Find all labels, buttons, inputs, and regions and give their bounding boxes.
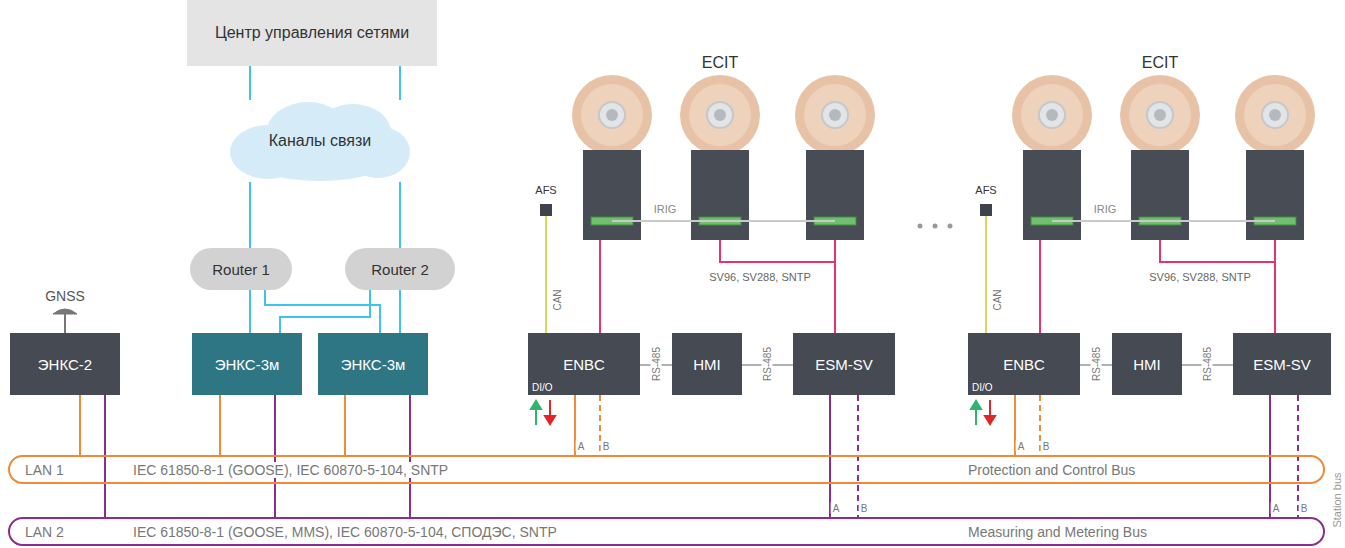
device-box: ENBC DI/O xyxy=(968,333,1080,395)
node-text: ЭНКС-3м xyxy=(215,356,280,373)
edge-label: CAN xyxy=(552,287,563,312)
signal-name: SV96, SV288, SNTP xyxy=(1147,271,1253,283)
continuation-dots xyxy=(918,224,953,229)
node-text: Protection and Control Bus xyxy=(965,462,1138,478)
edge-label: RS-485 xyxy=(651,345,662,383)
antenna-label: GNSS xyxy=(43,289,87,304)
connector xyxy=(344,395,346,455)
port-label: A xyxy=(831,503,842,514)
router-box: Router 2 xyxy=(345,248,455,290)
group-label: ECIT xyxy=(1140,54,1180,72)
device-box: ЭНКС-3м xyxy=(192,333,302,395)
port-label: A xyxy=(1271,503,1282,514)
device-box: HMI xyxy=(672,333,742,395)
sensor-symbol xyxy=(540,204,552,216)
connector xyxy=(545,216,547,333)
control-center-box: Центр управления сетями xyxy=(187,0,437,66)
node-text: HMI xyxy=(1133,356,1161,373)
connector xyxy=(399,66,401,100)
node-text: Каналы связи xyxy=(269,132,372,150)
node-text: ENBC xyxy=(563,356,605,373)
gnss-antenna xyxy=(53,309,77,333)
device-box: ESM-SV xyxy=(1233,333,1331,395)
port-label: B xyxy=(601,441,612,452)
port-label: B xyxy=(1299,503,1310,514)
edge-label: RS-485 xyxy=(1091,345,1102,383)
node-text: AFS xyxy=(972,184,1000,196)
device-box: ЭНКС-3м xyxy=(318,333,428,395)
edge-label: RS-485 xyxy=(762,345,773,383)
connector xyxy=(265,290,380,333)
connector xyxy=(79,395,81,455)
connector xyxy=(249,66,251,100)
node-text: ESM-SV xyxy=(1253,356,1311,373)
port-label: A xyxy=(576,441,587,452)
node-text: Router 1 xyxy=(212,261,270,278)
connector xyxy=(280,290,370,333)
signal-name: IRIG xyxy=(652,203,679,215)
node-text: HMI xyxy=(693,356,721,373)
device-box: ENBC DI/O xyxy=(528,333,640,395)
port-label: B xyxy=(859,503,870,514)
node-text: LAN 1 xyxy=(22,462,67,478)
node-text: ENBC xyxy=(1003,356,1045,373)
dio-arrows xyxy=(531,400,995,425)
connector xyxy=(249,290,251,333)
cloud: Каналы связи xyxy=(228,100,412,182)
sensor-symbol xyxy=(980,204,992,216)
connector xyxy=(399,290,401,333)
node-text: ЭНКС-2 xyxy=(38,356,92,373)
device-box: HMI xyxy=(1112,333,1182,395)
sensor-box: AFS xyxy=(532,184,560,216)
node-text: Router 2 xyxy=(371,261,429,278)
node-text: IEC 61850-8-1 (GOOSE, MMS), IEC 60870-5-… xyxy=(130,524,560,540)
port-label: A xyxy=(1016,441,1027,452)
current-transformers xyxy=(572,75,1315,240)
node-text: ЭНКС-3м xyxy=(341,356,406,373)
device-box: ЭНКС-2 xyxy=(10,333,120,395)
edge-label: CAN xyxy=(992,287,1003,312)
bus-label: Station bus xyxy=(1331,470,1343,529)
node-text: Центр управления сетями xyxy=(215,24,409,42)
signal-name: SV96, SV288, SNTP xyxy=(707,271,813,283)
group-label: ECIT xyxy=(700,54,740,72)
bus-band: LAN 2 IEC 61850-8-1 (GOOSE, MMS), IEC 608… xyxy=(8,517,1325,546)
irig-line xyxy=(612,220,1275,222)
node-text: LAN 2 xyxy=(22,524,67,540)
connector xyxy=(399,182,401,248)
signal-name: IRIG xyxy=(1092,203,1119,215)
node-text: ESM-SV xyxy=(815,356,873,373)
node-text: AFS xyxy=(532,184,560,196)
node-text: DI/O xyxy=(532,382,553,393)
port-label: B xyxy=(1041,441,1052,452)
edge-label: RS-485 xyxy=(1202,345,1213,383)
device-box: ESM-SV xyxy=(793,333,895,395)
router-box: Router 1 xyxy=(190,248,292,290)
connector xyxy=(985,216,987,333)
sv-lines xyxy=(600,240,1275,333)
connector xyxy=(219,395,221,455)
sensor-box: AFS xyxy=(972,184,1000,216)
node-text: Measuring and Metering Bus xyxy=(965,524,1150,540)
bus-band: LAN 1 IEC 61850-8-1 (GOOSE), IEC 60870-5-… xyxy=(8,455,1325,484)
connector xyxy=(249,182,251,248)
node-text: IEC 61850-8-1 (GOOSE), IEC 60870-5-104, … xyxy=(130,462,451,478)
node-text: DI/O xyxy=(972,382,993,393)
